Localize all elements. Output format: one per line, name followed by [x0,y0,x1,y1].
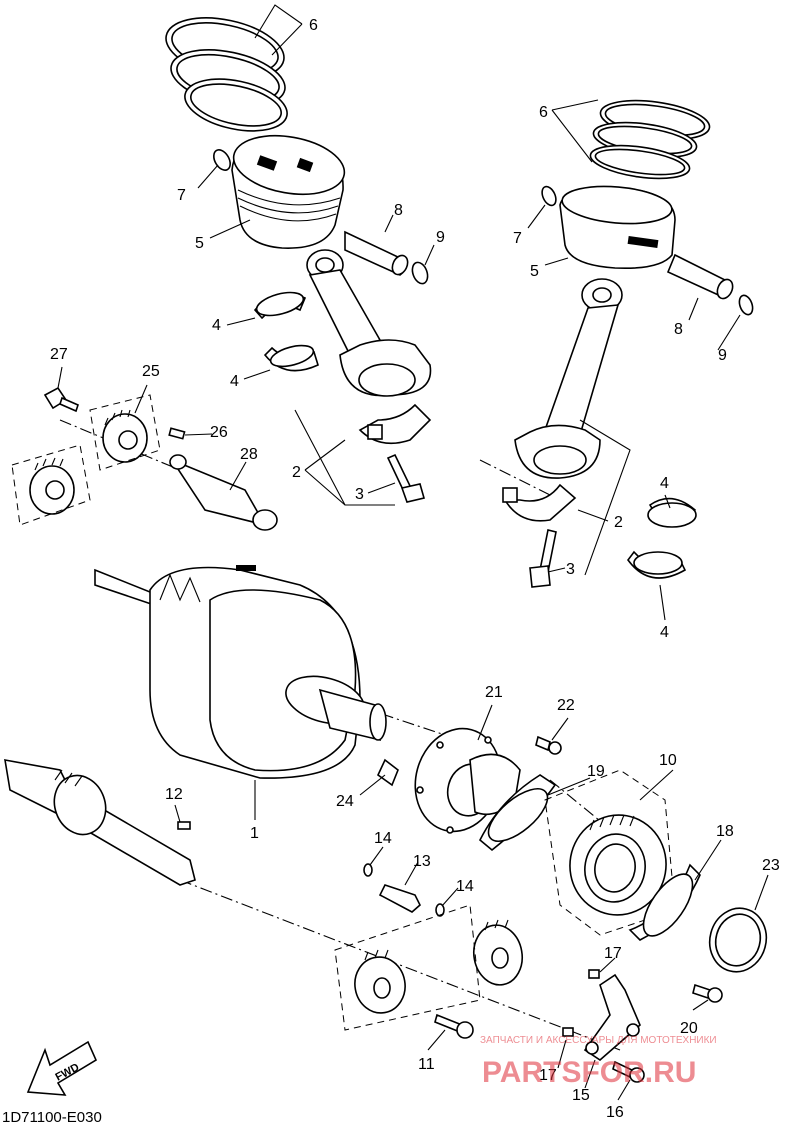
piston-pin-clip-left-lower [411,261,429,285]
callout-14-b: 14 [456,878,474,895]
callout-24: 24 [336,793,354,810]
rod-cap-left [358,403,432,445]
callout-25: 25 [142,363,160,380]
rod-bolt-left [386,453,425,503]
callout-4-b: 4 [230,373,239,390]
watermark-brand: PARTSFOR.RU [482,1056,696,1089]
piston-left [231,134,346,249]
callout-10: 10 [659,752,677,769]
clip-24 [376,758,399,787]
callout-3-left: 3 [355,486,364,503]
bolt-17b [562,1027,574,1037]
bearing-upper-right-2 [627,550,687,579]
dowel-14a [363,863,373,877]
pin-13 [378,884,421,913]
rod-bolt-right [529,529,557,588]
key-26 [168,427,186,440]
callout-14-a: 14 [374,830,392,847]
callout-6-left: 6 [309,17,318,34]
callout-18: 18 [716,823,734,840]
bolt-11 [434,1013,474,1039]
bolt-16 [612,1060,645,1083]
piston-ring-set-left [165,17,288,132]
callout-16: 16 [606,1104,624,1121]
callout-9-left: 9 [436,229,445,246]
bolt-22 [535,735,562,755]
piston-pin-clip-right-upper [541,185,557,207]
bearing-18 [628,863,701,941]
dashed-group-25-lower [11,444,91,526]
callout-5-right: 5 [530,263,539,280]
callout-2-left: 2 [292,464,301,481]
bearing-upper-left-1 [253,291,307,320]
lever-15 [583,973,641,1062]
callout-17-b: 17 [539,1067,557,1084]
callout-1: 1 [250,825,259,842]
callout-23: 23 [762,857,780,874]
callout-4-c: 4 [660,475,669,492]
callout-26: 26 [210,424,228,441]
callout-6-right: 6 [539,104,548,121]
callout-7-left: 7 [177,187,186,204]
callout-labels: 1 2 2 3 3 4 4 4 4 5 5 6 6 7 7 8 8 9 9 10… [50,17,780,1121]
callout-13: 13 [413,853,431,870]
key-12 [177,821,191,830]
connecting-rod-left [306,249,432,397]
bearing-upper-right-1 [647,497,697,528]
callout-8-left: 8 [394,202,403,219]
bolt-27 [43,386,79,413]
callout-4-a: 4 [212,317,221,334]
gear-25 [102,409,148,463]
shaft-assembly-12 [4,759,196,886]
callout-17-a: 17 [604,945,622,962]
callout-9-right: 9 [718,347,727,364]
callout-11: 11 [418,1056,435,1073]
callout-20: 20 [680,1020,698,1037]
flange-21 [414,727,521,834]
rod-cap-right [502,483,577,522]
callout-8-right: 8 [674,321,683,338]
seal-23 [708,907,768,973]
callout-2-right: 2 [614,514,623,531]
callout-15: 15 [572,1087,590,1104]
bearing-upper-left-2 [263,344,319,372]
piston-pin-right [666,253,734,300]
gear-10 [569,814,667,916]
callout-7-right: 7 [513,230,522,247]
callout-28: 28 [240,446,258,463]
balancer-shaft-28 [169,454,278,531]
watermark-top-text: ЗАПЧАСТИ И АКСЕССУАРЫ ДЛЯ МОТОТЕХНИКИ [480,1035,717,1046]
callout-12: 12 [165,786,183,803]
dashed-group-25 [89,394,161,471]
piston-pin-clip-right-lower [738,294,754,316]
callout-4-d: 4 [660,624,669,641]
piston-ring-set-right [589,99,711,180]
dashed-group-11 [334,904,481,1031]
callout-22: 22 [557,697,575,714]
crankshaft-1 [94,565,387,779]
bolt-17a [588,969,600,979]
connecting-rod-right [514,278,623,479]
dowel-14b [435,903,445,917]
callout-27: 27 [50,346,68,363]
callout-3-right: 3 [566,561,575,578]
right-rod-bracket [579,419,631,576]
piston-pin-left [344,230,409,276]
callout-19: 19 [587,763,605,780]
gear-idler [472,919,524,986]
watermark: ЗАПЧАСТИ И АКСЕССУАРЫ ДЛЯ МОТОТЕХНИКИ PA… [480,1035,717,1089]
callout-21: 21 [485,684,503,701]
diagram-code: 1D71100-E030 [2,1109,102,1124]
bolt-20 [692,983,723,1003]
leader-lines [57,4,769,1101]
gear-11 [354,949,406,1014]
callout-5-left: 5 [195,235,204,252]
bearing-19 [479,774,557,852]
gear-25-lower [29,457,75,515]
piston-right [559,185,676,270]
fwd-arrow-icon: FWD [26,1040,98,1096]
